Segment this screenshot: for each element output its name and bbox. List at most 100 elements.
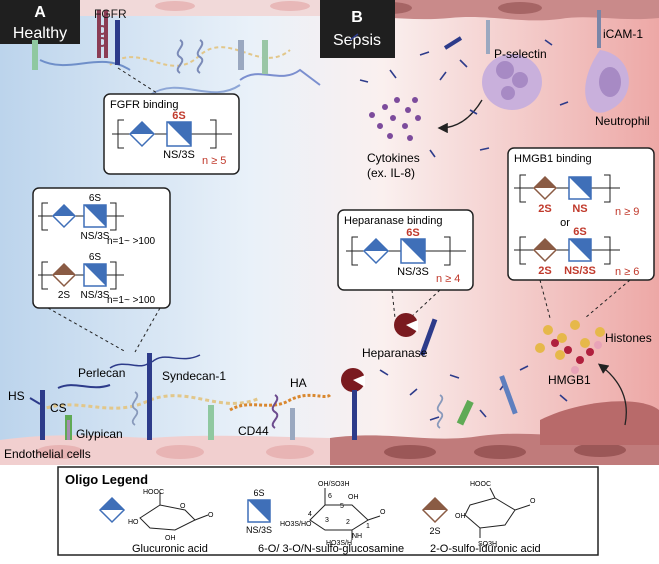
fgfr-receptor: FGFR — [94, 7, 127, 58]
hep-6s: 6S — [406, 227, 419, 239]
fgfr-label: FGFR — [94, 7, 127, 21]
panel-b-title: Sepsis — [333, 32, 381, 49]
hep-ns: NS/3S — [397, 266, 429, 278]
legend-sym-ns: NS/3S — [246, 525, 272, 535]
chem-ho1: HO — [128, 519, 139, 526]
p-selectin-label: P-selectin — [494, 47, 547, 61]
neutrophil-label: Neutrophil — [595, 114, 650, 128]
fgfr-binding-title: FGFR binding — [110, 99, 178, 111]
hep-dash-left — [391, 289, 396, 319]
glycocalyx-bottom-sepsis — [352, 375, 518, 440]
syn-row2-6s: 6S — [89, 252, 102, 263]
hmgb1-binding-title: HMGB1 binding — [514, 153, 592, 165]
glycocalyx-bottom — [29, 353, 332, 440]
heparanase-enzyme — [341, 313, 438, 392]
hmgb1-row2-6s: 6S — [573, 226, 586, 238]
hmgb1-row2-n: n ≥ 6 — [615, 266, 639, 278]
panel-a-header: A Healthy — [0, 0, 80, 44]
panel-a-letter: A — [34, 4, 46, 21]
hep-dash-right — [409, 289, 441, 319]
heparanase-binding-title: Heparanase binding — [344, 215, 442, 227]
syndecan-label: Syndecan-1 — [162, 369, 226, 383]
chem-ohso3h: OH/SO3H — [318, 481, 350, 488]
chem-o4: O — [530, 498, 536, 505]
glucosamine-structure — [309, 488, 381, 540]
hmgb1-or: or — [560, 217, 570, 229]
chem-oh3: OH — [455, 513, 466, 520]
glypican-label: Glypican — [76, 427, 123, 441]
syn-row2-n: n=1~ >100 — [107, 295, 156, 306]
hmgb1-arrow — [597, 363, 627, 426]
chem-ho3sh: HO3S/H — [326, 540, 352, 547]
chem-o2: O — [208, 512, 214, 519]
chem-cooh1: HOOC — [143, 489, 164, 496]
fgfr-ns: NS/3S — [163, 149, 195, 161]
chem-c2: 2 — [346, 519, 350, 526]
hmgb1-label: HMGB1 — [548, 373, 591, 387]
legend-sym-6s: 6S — [253, 488, 264, 498]
neutrophil-arrow — [437, 99, 483, 134]
chem-oh2: OH — [348, 494, 359, 501]
tissue-blob — [540, 401, 659, 445]
hmgb1-row1-2s: 2S — [538, 203, 551, 215]
syn-row1-n: n=1~ >100 — [107, 236, 156, 247]
chem-c4: 4 — [308, 511, 312, 518]
chem-cooh2: HOOC — [470, 481, 491, 488]
chem-c1: 1 — [366, 523, 370, 530]
syn-row1-6s: 6S — [89, 193, 102, 204]
hs-fragments — [349, 33, 569, 421]
fgfr-n: n ≥ 5 — [202, 155, 226, 167]
chem-nh: NH — [352, 533, 362, 540]
cytokines-label-1: Cytokines — [367, 151, 420, 165]
hmgb1-row1-ns: NS — [572, 203, 587, 215]
chem-oh1: OH — [165, 535, 176, 542]
icam-stalk — [597, 10, 601, 48]
histone-cluster — [535, 320, 605, 374]
hmgb1-row1-n: n ≥ 9 — [615, 206, 639, 218]
chem-c6: 6 — [328, 493, 332, 500]
syn-row2-ns: NS/3S — [81, 290, 110, 301]
glucuronic-acid-structure — [139, 492, 209, 531]
hs-label: HS — [8, 389, 25, 403]
legend-item1: Glucuronic acid — [132, 543, 208, 555]
histones-label: Histones — [605, 331, 652, 345]
chem-o1: O — [180, 503, 186, 510]
syn-row2-2s: 2S — [58, 290, 71, 301]
syndecan-units-box: 6S NS/3S n=1~ >100 6S 2S NS/3S n=1~ >100 — [32, 187, 171, 309]
chem-c3: 3 — [325, 517, 329, 524]
fgfr-binding-box: FGFR binding 6S NS/3S n ≥ 5 — [103, 67, 240, 175]
endothelial-label: Endothelial cells — [4, 447, 91, 461]
oligo-legend: Oligo Legend HOOC HO OH O O Glucuronic a… — [57, 466, 599, 556]
chem-ho3s: HO3S/HO — [280, 521, 312, 528]
cytokine-cluster — [369, 97, 421, 141]
hmgb1-row2-2s: 2S — [538, 265, 551, 277]
hmgb1-dash-right — [584, 279, 631, 319]
hep-n: n ≥ 4 — [436, 273, 460, 285]
fgfr-6s: 6S — [172, 110, 185, 122]
perlecan-label: Perlecan — [78, 366, 125, 380]
legend-item3: 2-O-sulfo-iduronic acid — [430, 543, 541, 555]
chem-o3: O — [380, 509, 386, 516]
cs-label: CS — [50, 401, 67, 415]
top-receptors — [32, 20, 268, 74]
syn-dash-right — [134, 307, 161, 353]
bottom-cell-layer — [0, 433, 659, 465]
syn-dash-left — [47, 307, 127, 353]
hmgb1-row2-ns: NS/3S — [564, 265, 596, 277]
heparanase-binding-box: Heparanase binding 6S NS/3S n ≥ 4 — [337, 209, 474, 291]
hmgb1-dash-left — [539, 279, 551, 319]
hmgb1-binding-box: HMGB1 binding 2S NS n ≥ 9 or 6S 2S NS/3S… — [507, 147, 655, 281]
legend-sym-2s: 2S — [429, 526, 440, 536]
sepsis-syndecan — [443, 36, 463, 50]
syn-row1-ns: NS/3S — [81, 231, 110, 242]
chem-so3h: SO3H — [478, 541, 497, 548]
panel-b-header: B Sepsis — [320, 0, 395, 58]
neutrophil-cell — [482, 50, 629, 113]
icam-label: iCAM-1 — [603, 27, 643, 41]
cytokines-label-2: (ex. IL-8) — [367, 166, 415, 180]
legend-item2: 6-O/ 3-O/N-sulfo-glucosamine — [258, 543, 404, 555]
legend-title: Oligo Legend — [65, 472, 148, 487]
panel-a-title: Healthy — [13, 25, 67, 42]
panel-b-letter: B — [351, 9, 363, 26]
